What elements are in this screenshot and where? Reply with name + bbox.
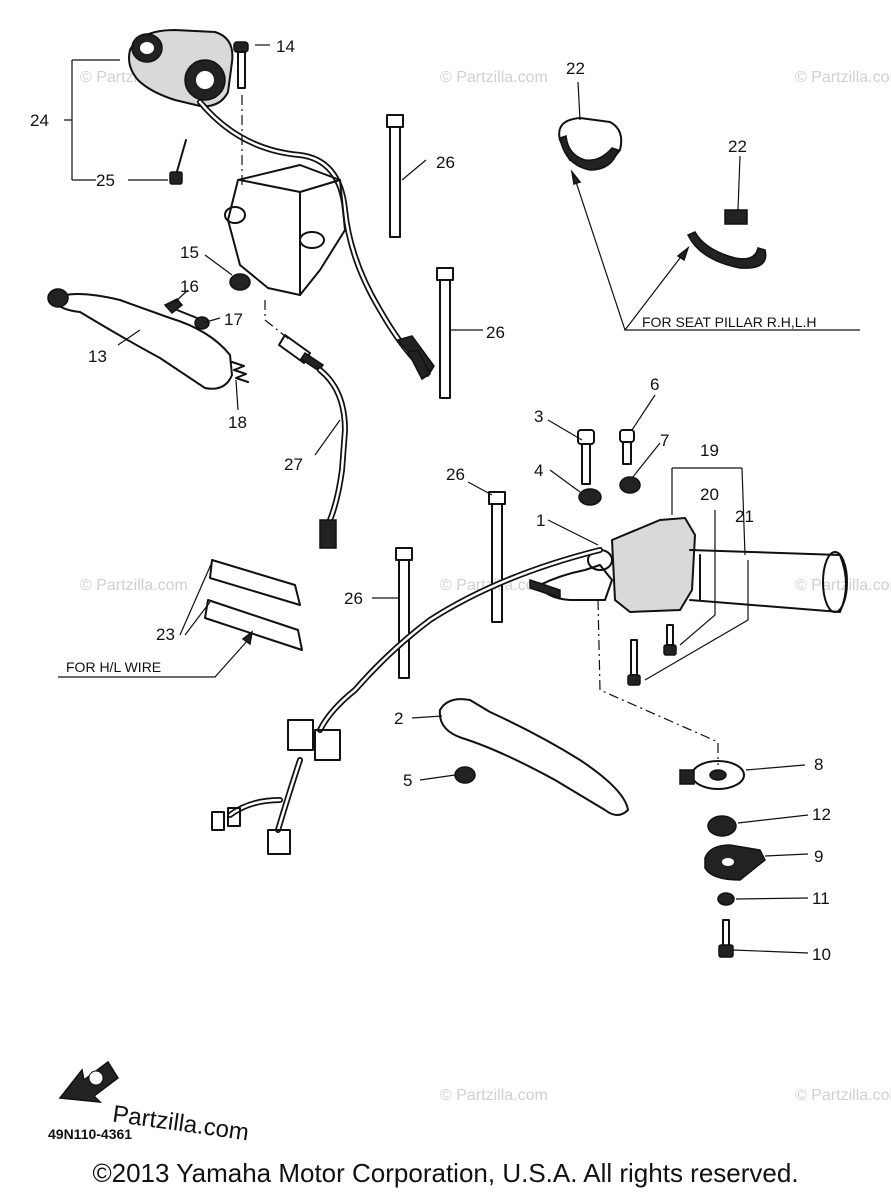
nut-part-17 (194, 316, 210, 330)
watermarks: © Partzilla.com © Partzilla.com © Partzi… (80, 69, 891, 1104)
cover-part-9 (704, 844, 766, 881)
cable-band-part-26b (436, 267, 454, 399)
callout-10: 10 (812, 945, 831, 964)
spring-part-18 (231, 361, 249, 383)
screw-part-25 (169, 139, 187, 185)
callout-9: 9 (814, 847, 823, 866)
screw-part-14 (233, 41, 249, 89)
callout-8: 8 (814, 755, 823, 774)
callout-19: 19 (700, 441, 719, 460)
hl-wire-leader (58, 630, 254, 678)
note-hl-wire: FOR H/L WIRE (66, 659, 161, 675)
switch-bracket-lines (644, 467, 749, 681)
callout-17: 17 (224, 310, 243, 329)
diagram-code: 49N110-4361 (48, 1126, 133, 1142)
band-part-23 (179, 559, 303, 651)
callout-13: 13 (88, 347, 107, 366)
callout-24: 24 (30, 111, 49, 130)
cable-band-part-26d (395, 547, 413, 679)
washer-part-4 (578, 488, 602, 506)
lever-part-13 (47, 288, 233, 390)
bolt-part-3 (577, 429, 595, 485)
callout-5: 5 (403, 771, 412, 790)
bolt-part-6 (619, 429, 635, 465)
callout-18: 18 (228, 413, 247, 432)
callout-27: 27 (284, 455, 303, 474)
callout-3: 3 (534, 407, 543, 426)
throttle-part-8 (597, 599, 745, 790)
callout-16: 16 (180, 277, 199, 296)
washer-part-12 (707, 815, 737, 837)
watermark: © Partzilla.com (80, 577, 188, 594)
wire-harness (211, 547, 603, 855)
callout-23: 23 (156, 625, 175, 644)
callout-26b: 26 (486, 323, 505, 342)
band-part-22-upper (558, 117, 623, 171)
cable-band-part-26a (386, 114, 404, 238)
switch-part-19 (610, 516, 848, 614)
bolt-part-16 (163, 298, 203, 321)
callout-2: 2 (394, 709, 403, 728)
callout-4: 4 (534, 461, 543, 480)
seat-pillar-leader (570, 169, 860, 332)
lever-part-2 (438, 698, 629, 816)
switch-assembly-part-24 (128, 28, 435, 381)
watermark: © Partzilla.com (795, 69, 891, 86)
copyright-notice: ©2013 Yamaha Motor Corporation, U.S.A. A… (92, 1158, 799, 1188)
lever-holder (224, 95, 346, 296)
switch-part-27 (264, 300, 349, 549)
watermark: © Partzilla.com (440, 1087, 548, 1104)
screw-part-10 (718, 919, 734, 958)
nut-part-15 (229, 273, 251, 291)
leader-lines (64, 44, 809, 954)
callout-22b: 22 (728, 137, 747, 156)
callout-12: 12 (812, 805, 831, 824)
front-arrow-icon (58, 1060, 120, 1103)
callout-26c: 26 (446, 465, 465, 484)
callout-6: 6 (650, 375, 659, 394)
cable-band-part-26c (488, 491, 506, 623)
callout-15: 15 (180, 243, 199, 262)
callouts: 24 25 14 15 16 17 13 18 27 26 26 26 26 2… (30, 37, 831, 964)
callout-20: 20 (700, 485, 719, 504)
callout-21: 21 (735, 507, 754, 526)
nut-part-5 (454, 766, 476, 784)
watermark: © Partzilla.com (440, 69, 548, 86)
band-part-22-lower (686, 209, 767, 269)
callout-7: 7 (660, 431, 669, 450)
watermark: © Partzilla.com (795, 1087, 891, 1104)
callout-25: 25 (96, 171, 115, 190)
callout-14: 14 (276, 37, 295, 56)
note-seat-pillar: FOR SEAT PILLAR R.H,L.H (642, 314, 817, 330)
callout-26a: 26 (436, 153, 455, 172)
callout-26d: 26 (344, 589, 363, 608)
callout-22a: 22 (566, 59, 585, 78)
screw-part-20 (663, 624, 677, 656)
nut-part-7 (619, 476, 641, 494)
watermark: © Partzilla.com (795, 577, 891, 594)
screw-part-21 (627, 639, 641, 686)
washer-part-11 (717, 892, 735, 906)
callout-1: 1 (536, 511, 545, 530)
callout-11: 11 (812, 889, 830, 908)
